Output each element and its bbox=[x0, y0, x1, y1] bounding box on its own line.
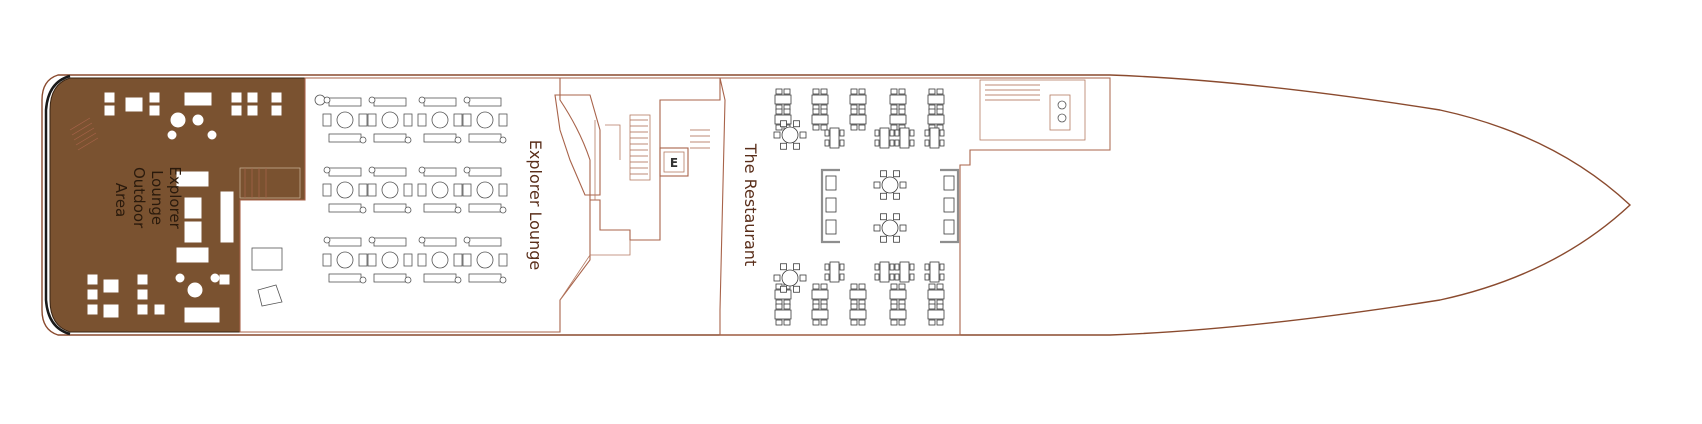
lounge-cluster bbox=[322, 96, 368, 144]
restaurant-label: The Restaurant bbox=[741, 143, 760, 266]
restaurant-booth bbox=[940, 168, 960, 244]
restaurant-table bbox=[889, 283, 907, 306]
the-restaurant[interactable] bbox=[719, 77, 1111, 336]
lounge-cluster bbox=[367, 166, 413, 214]
lounge-cluster bbox=[417, 96, 463, 144]
restaurant-round-table bbox=[873, 213, 907, 243]
restaurant-table bbox=[849, 88, 867, 111]
lounge-cluster bbox=[462, 166, 508, 214]
restaurant-table bbox=[849, 303, 867, 326]
restaurant-table bbox=[811, 108, 829, 131]
restaurant-table bbox=[874, 127, 895, 149]
restaurant-table bbox=[924, 261, 945, 283]
restaurant-seating bbox=[773, 88, 960, 326]
restaurant-table bbox=[894, 127, 915, 149]
lounge-cluster bbox=[462, 96, 508, 144]
restaurant-table bbox=[924, 127, 945, 149]
deck-furniture bbox=[87, 92, 282, 323]
restaurant-table bbox=[811, 88, 829, 111]
restaurant-table bbox=[824, 127, 845, 149]
restaurant-round-table bbox=[773, 263, 807, 293]
restaurant-table bbox=[849, 108, 867, 131]
restaurant-table bbox=[927, 303, 945, 326]
restaurant-table bbox=[774, 88, 792, 111]
restaurant-table bbox=[774, 303, 792, 326]
outdoor-area-label-line2: Lounge bbox=[148, 170, 166, 225]
explorer-lounge-label: Explorer Lounge bbox=[526, 140, 545, 270]
outdoor-area-label-line4: Area bbox=[112, 183, 130, 218]
lounge-cluster bbox=[462, 236, 508, 284]
outdoor-area-label-line1: Explorer bbox=[166, 166, 184, 229]
explorer-lounge-outdoor-area[interactable] bbox=[44, 74, 306, 336]
restaurant-table bbox=[894, 261, 915, 283]
restaurant-round-table bbox=[773, 120, 807, 150]
explorer-lounge[interactable] bbox=[239, 77, 591, 333]
restaurant-booth bbox=[820, 168, 840, 244]
elevator[interactable] bbox=[659, 147, 689, 177]
lounge-cluster bbox=[322, 236, 368, 284]
restaurant-table bbox=[889, 303, 907, 326]
lounge-cluster bbox=[367, 96, 413, 144]
deck-stairs bbox=[69, 117, 301, 199]
lounge-seating bbox=[322, 96, 508, 284]
restaurant-table bbox=[927, 283, 945, 306]
lounge-cluster bbox=[417, 166, 463, 214]
svg-text:Explorer Lounge Outdoo: Explorer Lounge Outdoor Area bbox=[112, 166, 184, 233]
lounge-cluster bbox=[322, 166, 368, 214]
restaurant-table bbox=[874, 261, 895, 283]
restaurant-table bbox=[849, 283, 867, 306]
restaurant-table bbox=[811, 303, 829, 326]
restaurant-table bbox=[811, 283, 829, 306]
lounge-cluster bbox=[367, 236, 413, 284]
lounge-cluster bbox=[417, 236, 463, 284]
service-core: E bbox=[554, 77, 721, 301]
outdoor-area-label-line3: Outdoor bbox=[130, 167, 148, 229]
restaurant-round-table bbox=[873, 170, 907, 200]
elevator-label: E bbox=[670, 156, 678, 170]
restaurant-table bbox=[824, 261, 845, 283]
restaurant-table bbox=[889, 108, 907, 131]
